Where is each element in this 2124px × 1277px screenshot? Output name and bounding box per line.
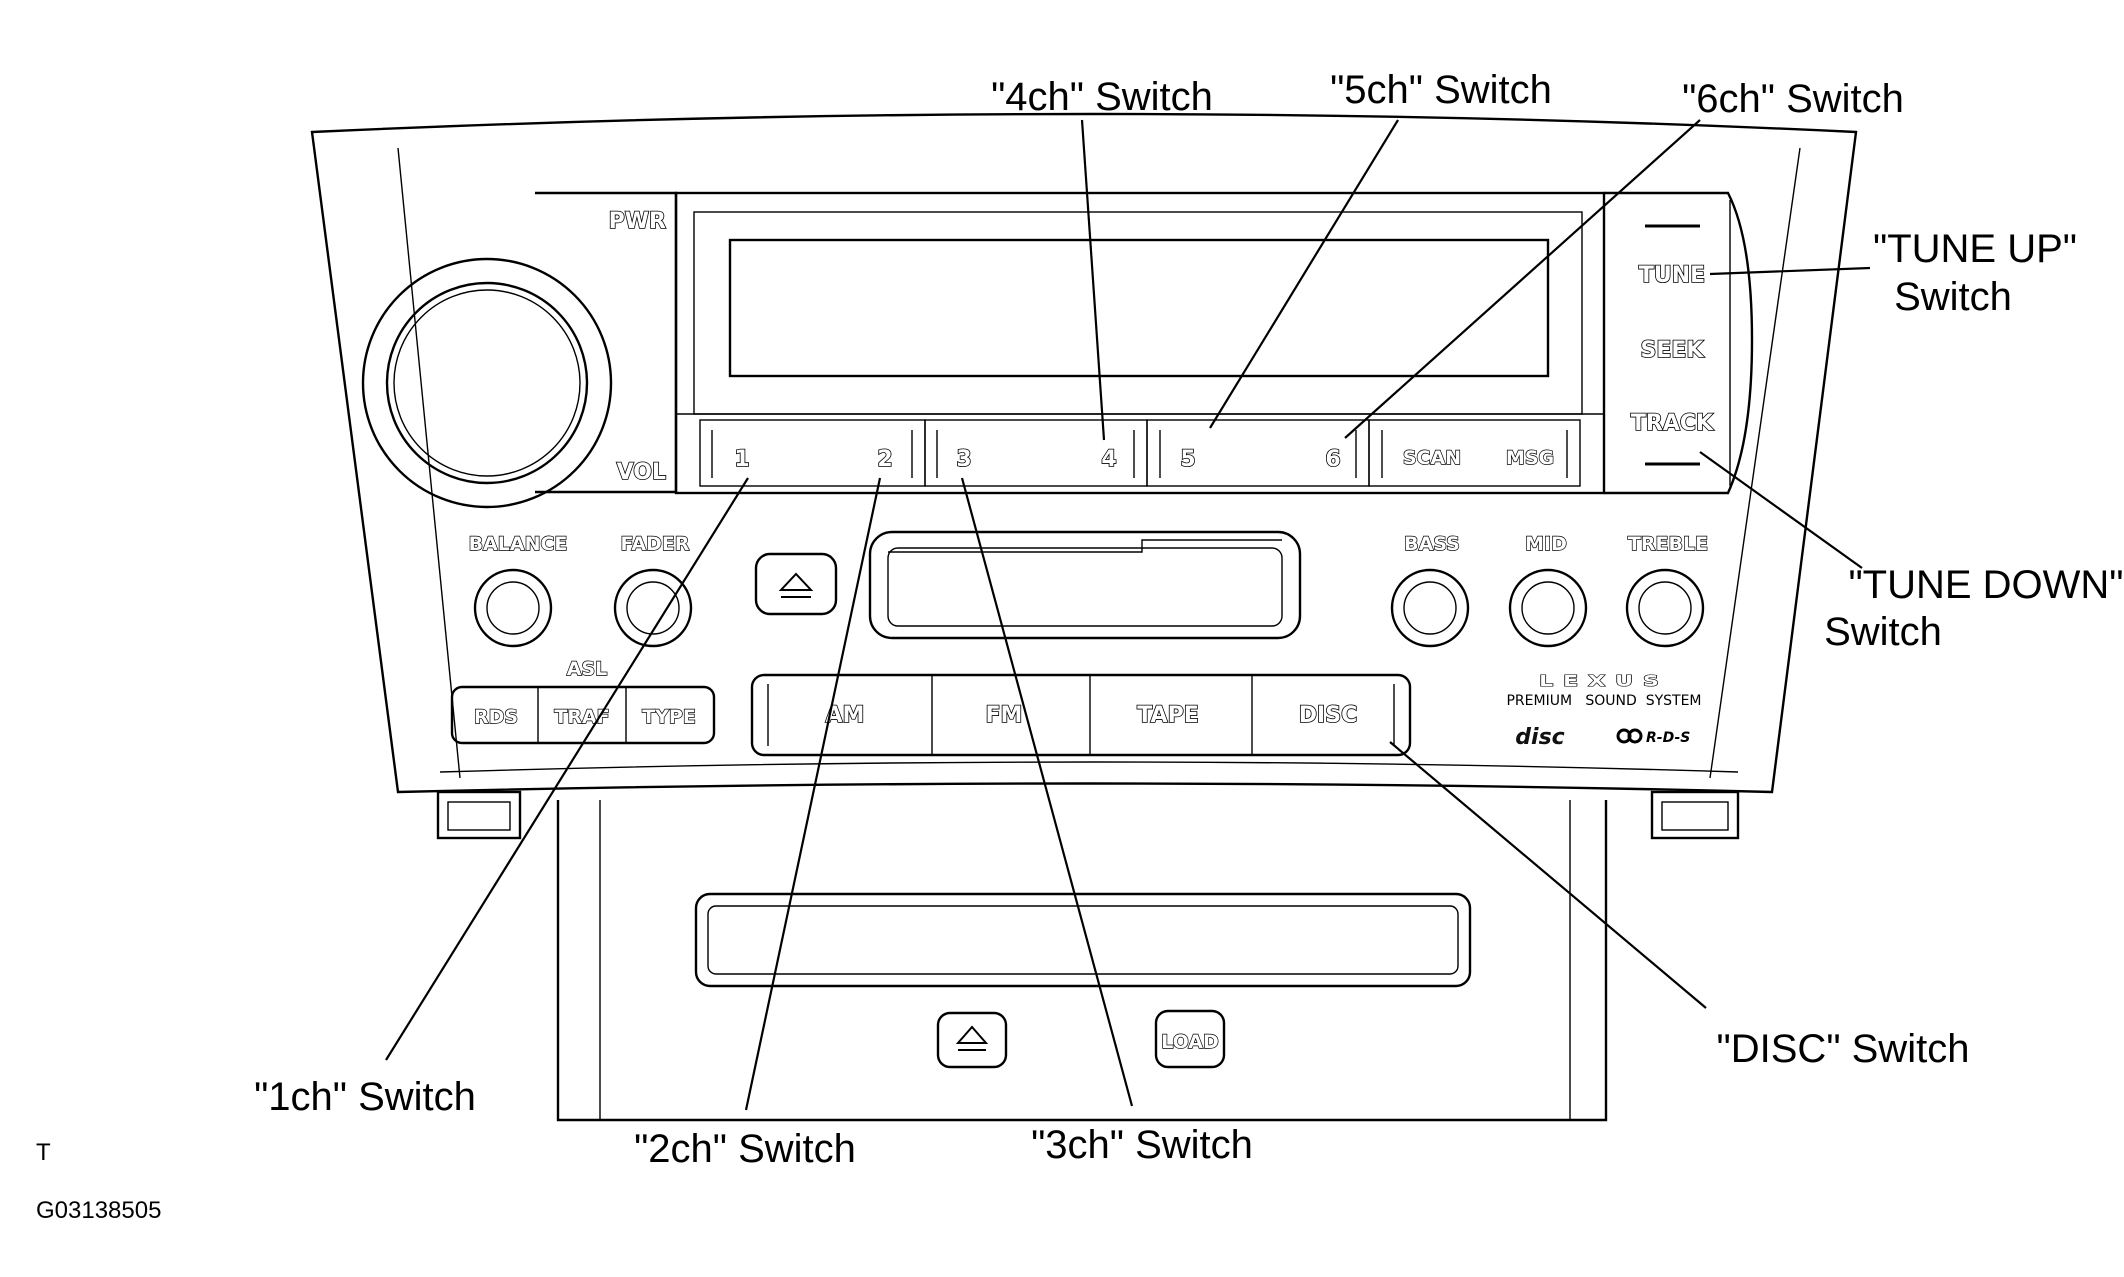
- balance-label: BALANCE: [469, 533, 568, 555]
- preset-2-label: 2: [877, 447, 892, 472]
- scan-label: SCAN: [1403, 447, 1461, 469]
- disc-logo: disc: [1515, 725, 1564, 750]
- mid-label: MID: [1525, 533, 1567, 555]
- tape-eject-button[interactable]: [754, 552, 838, 616]
- mid-knob[interactable]: [1508, 568, 1588, 648]
- preset-row: [699, 419, 1581, 487]
- scan-button[interactable]: SCAN: [1402, 446, 1462, 469]
- callout-disc: "DISC" Switch: [1717, 1027, 1970, 1071]
- cd-unit-housing: [556, 800, 1608, 1122]
- track-label: TRACK: [1631, 411, 1714, 436]
- preset-1-label: 1: [734, 447, 749, 472]
- callout-3ch: "3ch" Switch: [1031, 1123, 1253, 1167]
- traf-label: TRAF: [554, 706, 609, 728]
- callout-tune-down-line1: "TUNE DOWN": [1848, 563, 2123, 607]
- preset-4-label: 4: [1101, 447, 1116, 472]
- pwr-vol-area: PWR VOL: [535, 191, 678, 494]
- treble-knob[interactable]: [1625, 568, 1705, 648]
- source-group: [750, 673, 1412, 757]
- premium-text: PREMIUM SOUND SYSTEM: [1506, 693, 1701, 709]
- figure-code: G03138505: [36, 1197, 161, 1224]
- fader-knob[interactable]: [613, 568, 693, 648]
- balance-knob[interactable]: [473, 568, 553, 648]
- fm-button[interactable]: FM: [985, 702, 1024, 729]
- callout-1ch: "1ch" Switch: [254, 1075, 476, 1119]
- mount-bracket-right: [1650, 790, 1740, 840]
- preset-button-4[interactable]: 4: [1101, 446, 1118, 473]
- preset-button-5[interactable]: 5: [1180, 446, 1197, 473]
- rds-label: RDS: [474, 706, 518, 728]
- msg-label: MSG: [1506, 447, 1554, 469]
- pwr-label: PWR: [609, 209, 666, 234]
- callout-2ch: "2ch" Switch: [634, 1127, 856, 1171]
- tape-slot: [868, 530, 1302, 640]
- vol-label: VOL: [617, 460, 666, 485]
- traf-button[interactable]: TRAF: [554, 705, 611, 728]
- footer-mark: T: [36, 1139, 51, 1166]
- load-label: LOAD: [1161, 1031, 1219, 1053]
- fm-label: FM: [986, 703, 1023, 728]
- cd-eject-button[interactable]: [936, 1011, 1008, 1069]
- callout-tune-up-line1: "TUNE UP": [1873, 227, 2077, 271]
- cd-slot: [694, 892, 1472, 988]
- preset-button-2[interactable]: 2: [877, 446, 894, 473]
- type-button[interactable]: TYPE: [641, 705, 696, 728]
- volume-knob[interactable]: [361, 257, 613, 509]
- fader-label: FADER: [621, 533, 690, 555]
- callout-4ch: "4ch" Switch: [991, 75, 1213, 119]
- preset-6-label: 6: [1325, 447, 1340, 472]
- tune-label: TUNE: [1639, 263, 1705, 288]
- bass-label: BASS: [1404, 533, 1460, 555]
- asl-label: ASL: [567, 658, 608, 680]
- callout-5ch: "5ch" Switch: [1330, 68, 1552, 112]
- mount-bracket-left: [436, 790, 522, 840]
- tune-block: [1604, 191, 1754, 495]
- callout-tune-down-line2: Switch: [1824, 610, 1942, 654]
- preset-5-label: 5: [1180, 447, 1195, 472]
- rds-button[interactable]: RDS: [473, 705, 518, 728]
- type-label: TYPE: [642, 706, 696, 728]
- brand-logo: LEXUS PREMIUM SOUND SYSTEM disc R-D-S: [1506, 672, 1701, 750]
- seek-label: SEEK: [1641, 338, 1705, 363]
- radio-housing: [310, 112, 1858, 794]
- callout-6ch: "6ch" Switch: [1682, 77, 1904, 121]
- tape-button[interactable]: TAPE: [1136, 702, 1199, 729]
- preset-button-1[interactable]: 1: [734, 446, 751, 473]
- load-button[interactable]: LOAD: [1154, 1009, 1226, 1069]
- msg-button[interactable]: MSG: [1505, 446, 1555, 469]
- disc-label: DISC: [1299, 703, 1357, 728]
- preset-button-3[interactable]: 3: [956, 446, 973, 473]
- treble-label: TREBLE: [1628, 533, 1708, 555]
- rds-logo-icon: [1616, 728, 1643, 744]
- display-block: [674, 191, 1606, 495]
- brand-text: LEXUS: [1539, 672, 1669, 690]
- bass-knob[interactable]: [1390, 568, 1470, 648]
- disc-button[interactable]: DISC: [1298, 702, 1358, 729]
- leader-lines: [385, 119, 1871, 1111]
- tape-label: TAPE: [1137, 703, 1198, 728]
- rds-logo-text: R-D-S: [1646, 730, 1690, 746]
- preset-3-label: 3: [956, 447, 971, 472]
- callout-tune-up-line2: Switch: [1894, 275, 2012, 319]
- preset-button-6[interactable]: 6: [1325, 446, 1342, 473]
